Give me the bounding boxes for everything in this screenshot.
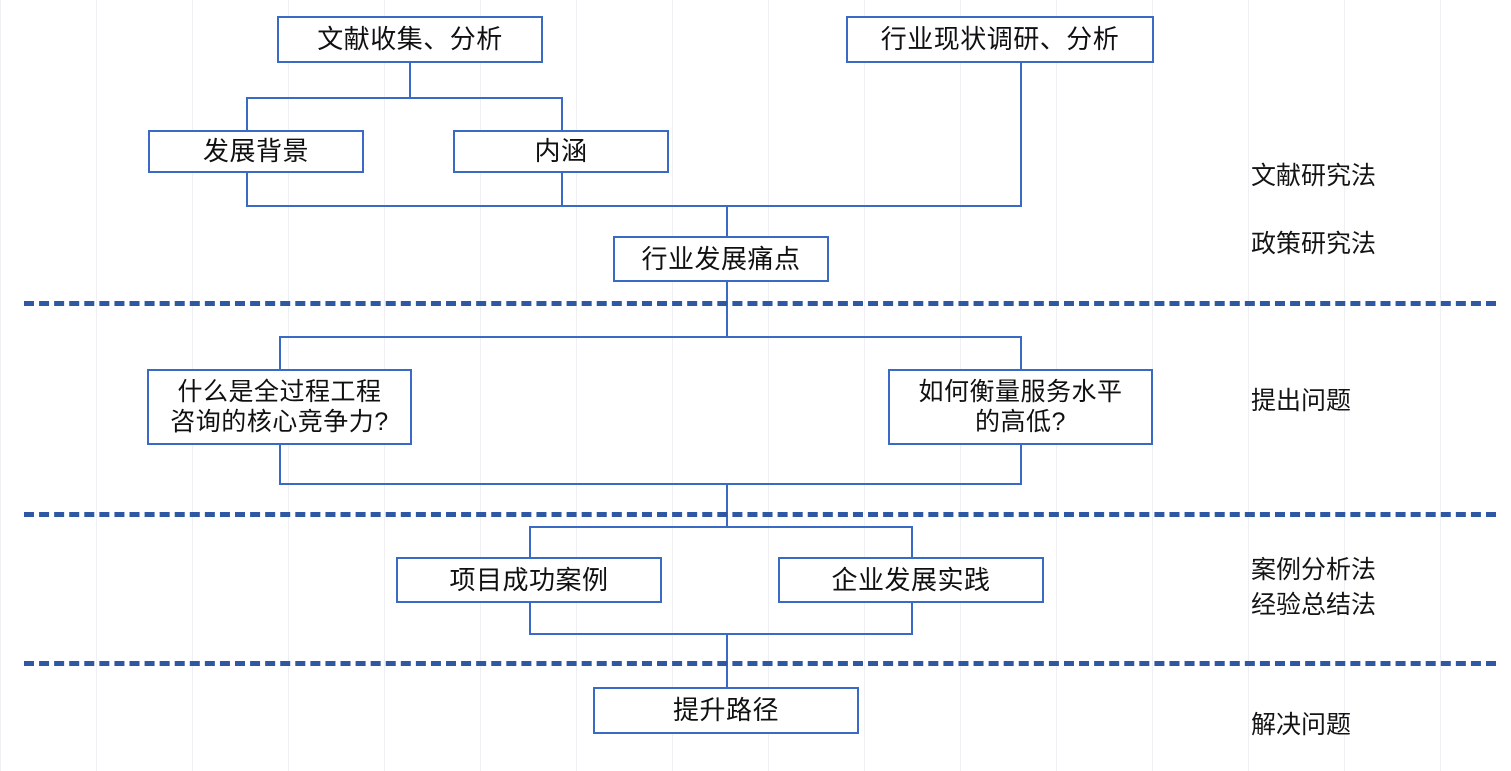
connector-to-connotation — [561, 97, 563, 131]
stage-label-policy-method: 政策研究法 — [1251, 230, 1377, 258]
stage-label-case-and-experience: 案例分析法 经验总结法 — [1251, 556, 1377, 619]
node-enterprise-practice[interactable]: 企业发展实践 — [778, 557, 1044, 603]
stage-label-raise-question: 提出问题 — [1251, 387, 1352, 415]
connector-to-project-success-case — [529, 526, 531, 558]
divider-after-questions — [24, 512, 1496, 517]
node-connotation[interactable]: 内涵 — [453, 130, 669, 173]
node-industry-pain-points[interactable]: 行业发展痛点 — [613, 236, 829, 282]
connector-case-split-bar — [529, 526, 913, 528]
node-question-core-competence[interactable]: 什么是全过程工程 咨询的核心竞争力? — [147, 369, 412, 445]
connector-pain-points-down — [726, 281, 728, 337]
stage-label-literature-method: 文献研究法 — [1251, 162, 1377, 190]
connector-to-development-background — [246, 97, 248, 131]
connector-question-core-competence-down — [279, 444, 281, 484]
node-question-service-level[interactable]: 如何衡量服务水平 的高低? — [888, 369, 1153, 445]
node-project-success-case[interactable]: 项目成功案例 — [396, 557, 662, 603]
connector-question-service-level-down — [1020, 444, 1022, 484]
connector-questions-down-to-cases — [726, 483, 728, 527]
divider-after-pain-points — [24, 301, 1496, 306]
connector-project-success-case-down — [529, 602, 531, 634]
node-literature-review[interactable]: 文献收集、分析 — [277, 16, 543, 63]
node-industry-survey[interactable]: 行业现状调研、分析 — [846, 16, 1154, 63]
connector-industry-survey-down — [1020, 62, 1022, 206]
connector-merge-bar-pain-points — [246, 205, 1022, 207]
connector-development-background-down — [246, 172, 248, 206]
connector-case-merge-bar — [529, 633, 913, 635]
node-improvement-path[interactable]: 提升路径 — [593, 687, 859, 734]
connector-to-enterprise-practice — [911, 526, 913, 558]
connector-literature-down — [409, 62, 411, 98]
stage-label-solve-question: 解决问题 — [1251, 711, 1352, 739]
connector-to-question-service-level — [1020, 336, 1022, 370]
connector-enterprise-practice-down — [911, 602, 913, 634]
divider-before-path — [24, 661, 1496, 666]
node-development-background[interactable]: 发展背景 — [148, 130, 364, 173]
connector-connotation-down — [561, 172, 563, 206]
connector-question-split-bar — [279, 336, 1022, 338]
connector-literature-split-bar — [246, 97, 563, 99]
connector-to-pain-points — [726, 205, 728, 237]
connector-question-merge-bar — [279, 483, 1022, 485]
connector-to-question-core-competence — [279, 336, 281, 370]
